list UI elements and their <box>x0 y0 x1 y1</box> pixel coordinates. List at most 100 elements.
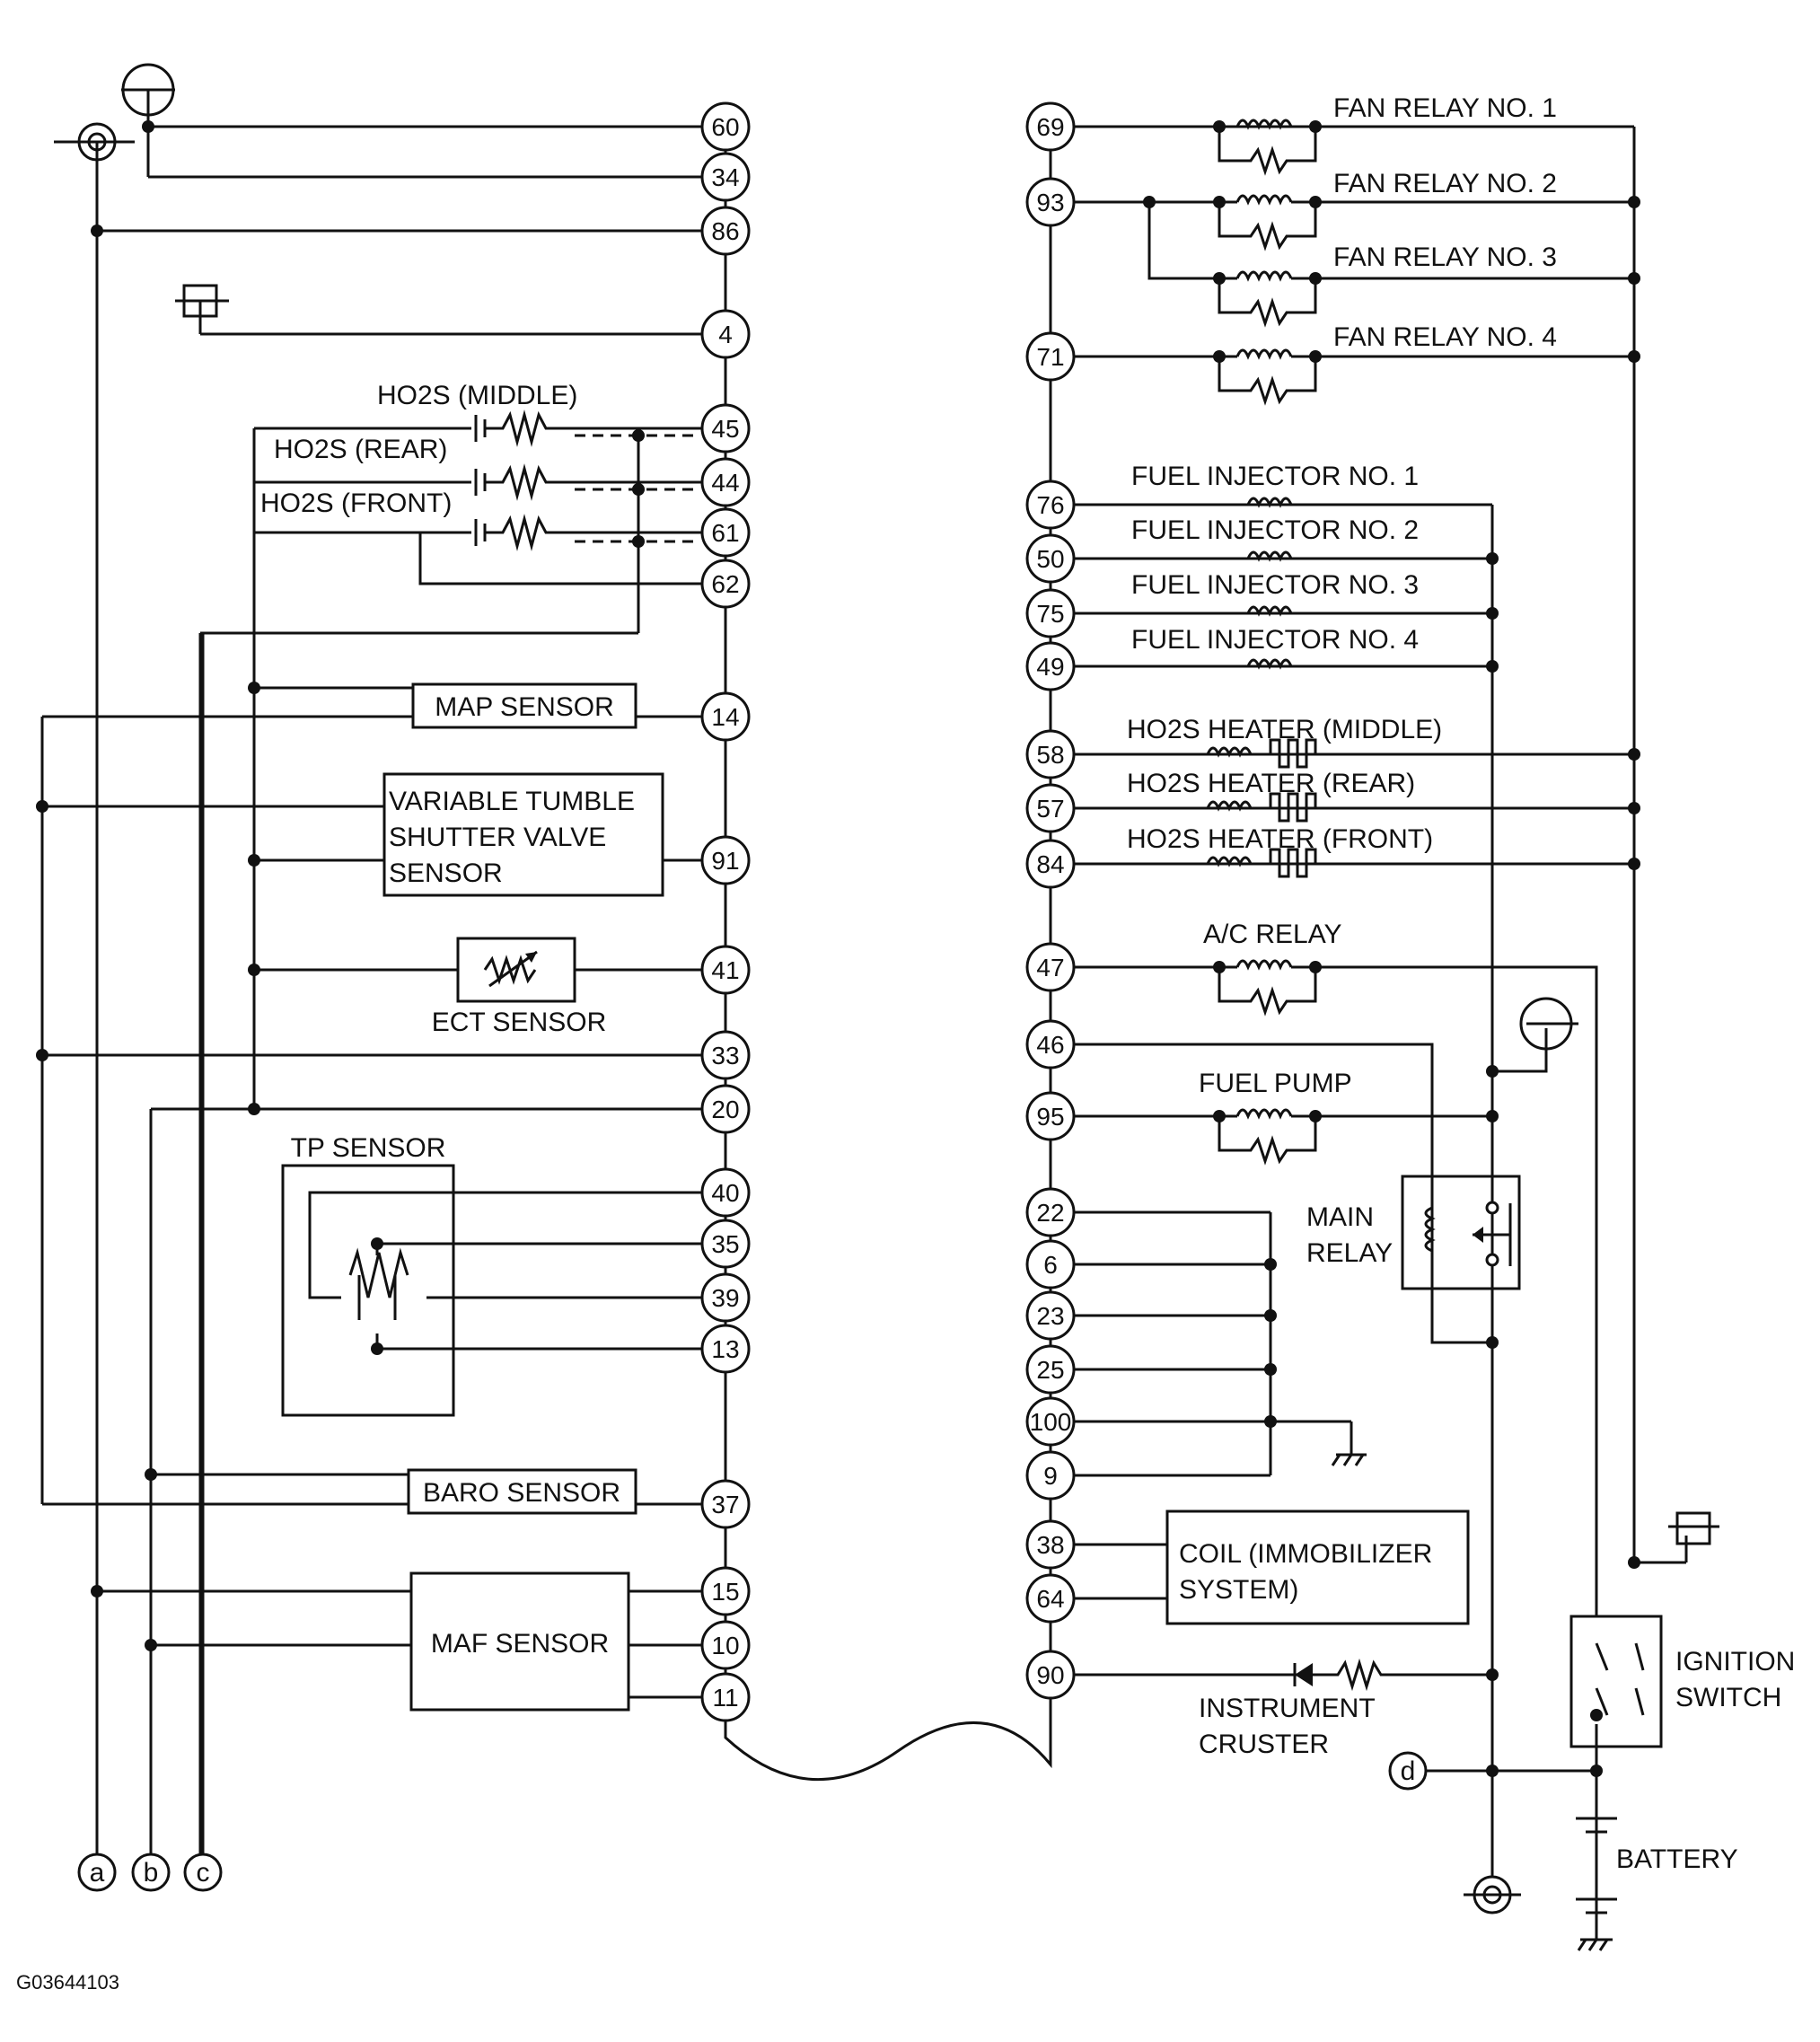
connector-d <box>1388 1751 1428 1791</box>
relay-symbols <box>1165 119 1512 1625</box>
ground-symbols <box>77 63 1711 1914</box>
ecm-pin-label-left-91: 91 <box>711 847 739 875</box>
ecm-pin-label-left-37: 37 <box>711 1491 739 1518</box>
ecm-pin-label-left-33: 33 <box>711 1042 739 1069</box>
ecm-pin-label-right-57: 57 <box>1036 795 1064 823</box>
engine-ground-icon <box>121 63 175 117</box>
ecm-pin-right-71 <box>1025 331 1076 382</box>
body-ground-icon <box>182 284 218 318</box>
ecm-pin-left-40 <box>700 1167 751 1218</box>
vts-sensor-box <box>382 772 664 897</box>
connector-b-label: b <box>144 1858 159 1888</box>
main-relay-coil <box>1424 1206 1436 1253</box>
injector-2-coil <box>1246 550 1293 562</box>
ecm-pin-label-left-13: 13 <box>711 1335 739 1363</box>
ecm-pin-label-right-93: 93 <box>1036 189 1064 216</box>
ecm-pin-label-left-10: 10 <box>711 1632 739 1659</box>
ecm-pin-label-left-4: 4 <box>718 321 733 348</box>
ecm-pins-left: 6034864454461621491413320403539133715101… <box>700 101 751 1722</box>
ecm-pin-left-61 <box>700 507 751 558</box>
ecm-pin-label-left-11: 11 <box>712 1684 738 1712</box>
ecm-pin-label-right-23: 23 <box>1036 1302 1064 1330</box>
heater-front-symbol <box>1206 848 1317 878</box>
right-wiring <box>1073 125 1719 1951</box>
ecm-pin-label-right-64: 64 <box>1036 1585 1064 1613</box>
ecm-pin-label-right-100: 100 <box>1030 1408 1072 1436</box>
vts-sensor-label-2: SHUTTER VALVE <box>389 823 606 852</box>
ecm-pin-label-right-6: 6 <box>1043 1251 1058 1279</box>
fan-relay-2-symbol <box>1218 194 1317 251</box>
heater-middle-label: HO2S HEATER (MIDDLE) <box>1127 715 1442 744</box>
connector-c-label: c <box>197 1858 210 1888</box>
ecm-pin-label-right-47: 47 <box>1036 954 1064 981</box>
right-labels: FAN RELAY NO. 1 FAN RELAY NO. 2 FAN RELA… <box>16 93 1795 1994</box>
ecm-pin-right-90 <box>1025 1650 1076 1700</box>
maf-sensor-label: MAF SENSOR <box>431 1629 609 1659</box>
ecm-pin-label-right-9: 9 <box>1043 1462 1058 1490</box>
ecm-pin-left-62 <box>700 559 751 609</box>
coil-label-2: SYSTEM) <box>1179 1575 1298 1605</box>
ecm-pin-right-64 <box>1025 1573 1076 1624</box>
ecm-pin-label-right-22: 22 <box>1036 1199 1064 1227</box>
ecm-pin-label-left-34: 34 <box>711 163 739 191</box>
connector-a-label: a <box>90 1858 105 1888</box>
ecm-pin-label-left-40: 40 <box>711 1179 739 1207</box>
ecm-pin-label-left-44: 44 <box>711 469 739 497</box>
ecm-pin-label-left-62: 62 <box>711 570 739 598</box>
ecm-pin-left-37 <box>700 1479 751 1529</box>
ecm-pin-label-right-58: 58 <box>1036 741 1064 769</box>
ecm-pin-label-right-50: 50 <box>1036 545 1064 573</box>
ecm-pin-right-25 <box>1025 1344 1076 1395</box>
ecm-pin-left-20 <box>700 1084 751 1134</box>
map-sensor-label: MAP SENSOR <box>435 692 614 722</box>
injector-3-coil <box>1246 605 1293 617</box>
ecm-pin-label-right-71: 71 <box>1036 343 1064 371</box>
ecm-pin-right-9 <box>1025 1450 1076 1501</box>
ecm-pin-left-13 <box>700 1324 751 1374</box>
ecm-pin-label-right-84: 84 <box>1036 850 1064 878</box>
ecm-pin-left-15 <box>700 1566 751 1616</box>
ac-relay-symbol <box>1218 959 1317 1017</box>
heater-rear-symbol <box>1206 792 1317 823</box>
baro-sensor-box <box>407 1468 637 1515</box>
ecm-pin-right-93 <box>1025 177 1076 227</box>
heater-middle-symbol <box>1206 738 1317 769</box>
left-wiring <box>40 88 702 1857</box>
ho2s-front-label: HO2S (FRONT) <box>260 488 452 518</box>
fan-relay-4-symbol <box>1218 348 1317 406</box>
ecm-pin-left-91 <box>700 835 751 885</box>
tp-sensor-box <box>281 1164 455 1417</box>
fuel-pump-symbol <box>1218 1108 1317 1166</box>
ecm-pin-label-right-95: 95 <box>1036 1103 1064 1131</box>
ecm-pin-left-11 <box>700 1672 751 1722</box>
ecm-pin-label-right-76: 76 <box>1036 491 1064 519</box>
ignition-label-2: SWITCH <box>1675 1683 1781 1712</box>
ect-sensor-box <box>456 937 576 1003</box>
battery-label: BATTERY <box>1616 1844 1738 1874</box>
ecm-pin-label-right-38: 38 <box>1036 1531 1064 1559</box>
ecm-pin-label-left-60: 60 <box>711 113 739 141</box>
heater-rear-label: HO2S HEATER (REAR) <box>1127 769 1415 798</box>
ecm-pin-left-86 <box>700 206 751 256</box>
ecm-pin-right-47 <box>1025 942 1076 992</box>
fan-relay-2-label: FAN RELAY NO. 2 <box>1333 169 1557 198</box>
instrument-label-2: CRUSTER <box>1199 1730 1329 1759</box>
injector-4-label: FUEL INJECTOR NO. 4 <box>1131 625 1419 655</box>
ecm-pin-right-38 <box>1025 1519 1076 1570</box>
main-relay-label-1: MAIN <box>1306 1202 1374 1232</box>
vts-sensor-label-3: SENSOR <box>389 858 503 888</box>
map-sensor-box <box>411 682 637 729</box>
ecm-pin-label-right-49: 49 <box>1036 653 1064 681</box>
ecm-pin-left-44 <box>700 457 751 507</box>
ecm-pin-left-33 <box>700 1030 751 1080</box>
junction-dots <box>36 120 1640 1777</box>
fan-relay-4-label: FAN RELAY NO. 4 <box>1333 322 1557 352</box>
injector-2-label: FUEL INJECTOR NO. 2 <box>1131 515 1419 545</box>
ecm-pin-right-100 <box>1025 1396 1076 1447</box>
ecm-pin-right-69 <box>1025 101 1076 152</box>
fan-relay-3-symbol <box>1218 270 1317 328</box>
injector-4-coil <box>1246 658 1293 670</box>
ecm-pin-left-10 <box>700 1620 751 1670</box>
connector-b <box>131 1853 171 1892</box>
